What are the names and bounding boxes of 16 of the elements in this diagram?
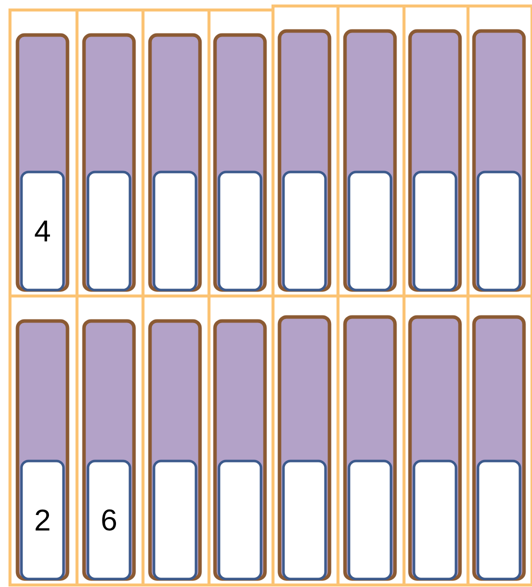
answer-box (348, 460, 392, 580)
answer-box (218, 170, 262, 292)
answer-box (282, 170, 327, 292)
answer-box: 4 (20, 170, 65, 292)
answer-box (86, 170, 132, 292)
answer-box (412, 460, 458, 580)
answer-box (218, 460, 262, 580)
answer-box (476, 460, 522, 580)
answer-box: 6 (86, 460, 132, 580)
answer-box (152, 460, 198, 580)
answer-box: 2 (20, 460, 65, 580)
answer-box (412, 170, 458, 292)
answer-box (348, 170, 392, 292)
answer-box (476, 170, 522, 292)
answer-box (152, 170, 198, 292)
answer-box (282, 460, 327, 580)
